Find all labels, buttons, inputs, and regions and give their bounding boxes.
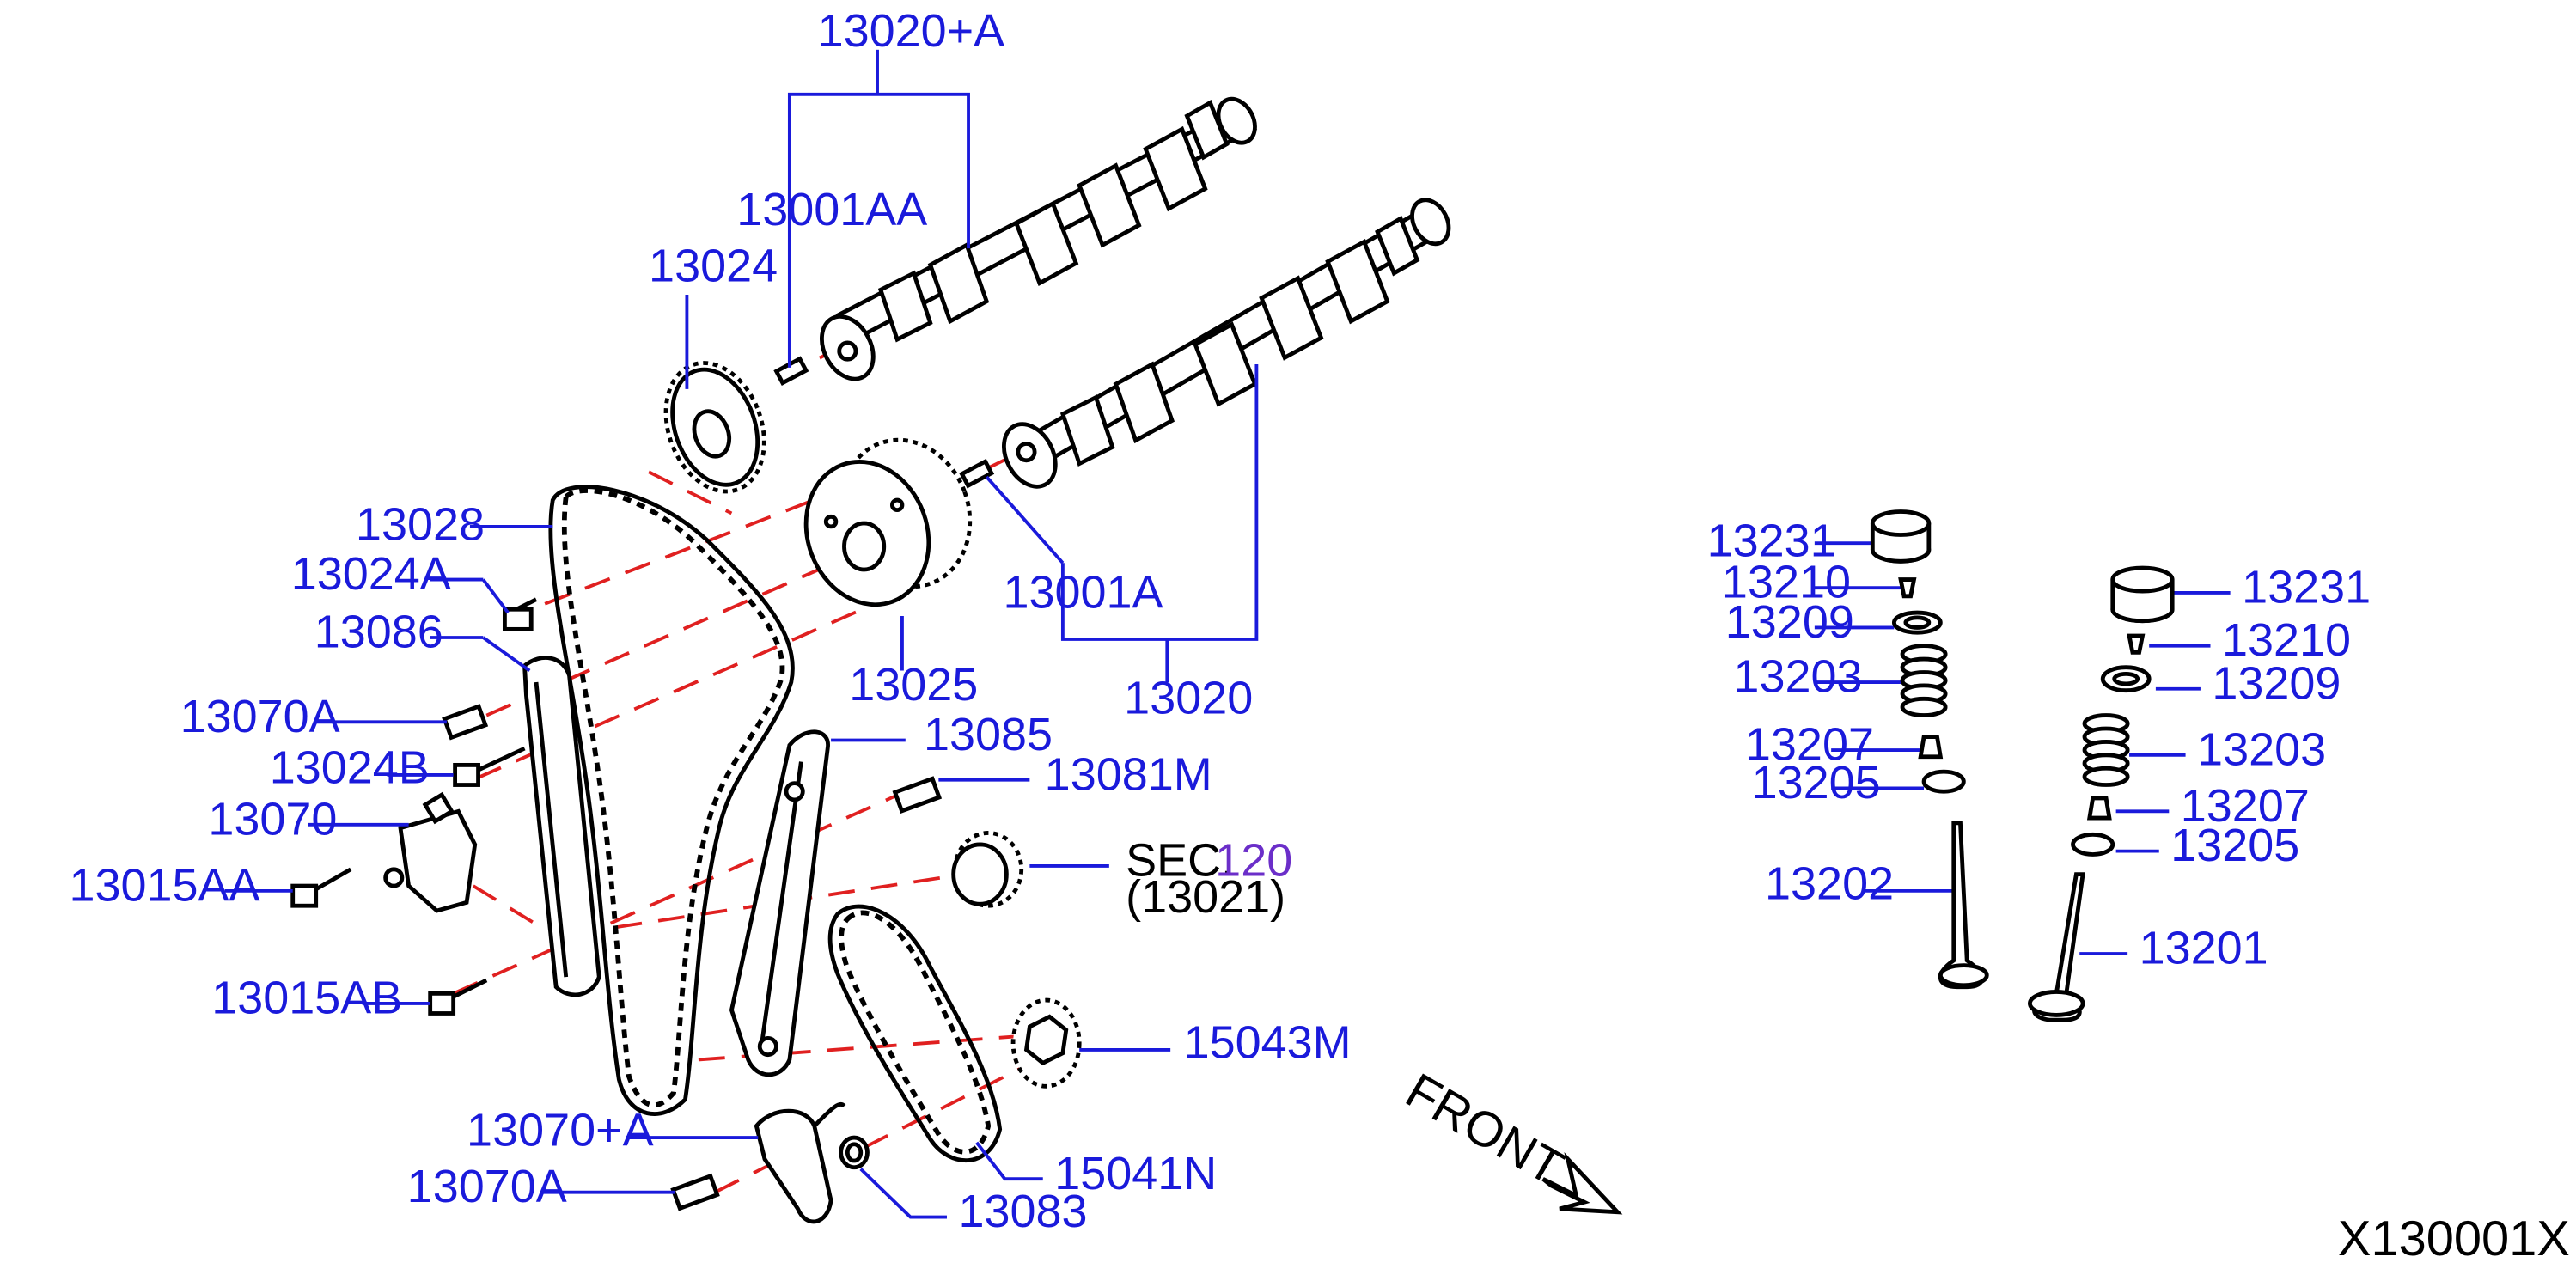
sprocket-13024 [663, 361, 766, 494]
label-13203-right: 13203 [2197, 723, 2326, 775]
diagram-id: X130001X [2338, 1211, 2570, 1266]
label-13210-left: 13210 [1722, 557, 1851, 608]
tensioner-13070 [383, 791, 478, 913]
lifter-13231-left [1870, 509, 1932, 564]
label-13024: 13024 [649, 241, 778, 292]
timing-chain-13028 [561, 488, 785, 1108]
label-13207-right: 13207 [2181, 780, 2310, 832]
label-13081M: 13081M [1045, 748, 1212, 800]
part-labels: 13020+A 13001AA 13024 13028 13024A 13086… [70, 5, 2570, 1266]
label-13209-right: 13209 [2212, 657, 2341, 709]
pin-13070A [442, 704, 489, 741]
label-13086: 13086 [314, 607, 443, 658]
oil-pump-sprocket-15043M [1010, 997, 1082, 1089]
valve-train-exhaust [1870, 509, 1989, 990]
camshaft-intake [1002, 198, 1451, 489]
label-sec-number: 120 [1215, 835, 1292, 887]
spring-13203-left [1900, 644, 1948, 717]
label-13021: (13021) [1126, 871, 1285, 923]
dowel-pin-13001A [959, 458, 995, 489]
label-13070: 13070 [208, 793, 337, 845]
label-13202: 13202 [1765, 858, 1894, 910]
valve-train-intake [2028, 565, 2175, 1022]
seal-13207-right [2086, 796, 2112, 821]
label-15041N: 15041N [1054, 1148, 1217, 1199]
label-13085: 13085 [924, 709, 1053, 760]
retainer-13209-left [1891, 610, 1943, 635]
label-13205-right: 13205 [2170, 820, 2299, 871]
front-arrow-icon [1541, 1151, 1623, 1215]
bolt-13015AB [428, 978, 488, 1016]
front-label: FRONT [1396, 1063, 1572, 1196]
label-13209-left: 13209 [1725, 596, 1854, 648]
oil-pump-chain-15041N [839, 910, 992, 1155]
seat-13205-left [1921, 769, 1966, 794]
label-13070A-lower: 13070A [407, 1161, 567, 1212]
label-15043M: 15043M [1184, 1017, 1352, 1069]
label-sec: SEC. [1126, 835, 1234, 887]
crank-sprocket-13021 [951, 831, 1024, 908]
lifter-13231-right [2110, 565, 2175, 624]
label-13070A: 13070A [180, 691, 340, 742]
label-13001AA: 13001AA [736, 184, 927, 235]
tensioner-13070A-lower [754, 1108, 833, 1224]
retainer-13209-right [2100, 665, 2152, 693]
spring-13203-right [2082, 713, 2130, 787]
camshaft-exhaust [820, 96, 1258, 381]
label-13203-left: 13203 [1733, 651, 1862, 703]
pin-13081M [892, 776, 943, 814]
bolt-13015AA [290, 867, 352, 908]
label-13024B: 13024B [270, 742, 430, 794]
collet-13210-right [2127, 633, 2146, 655]
label-13028: 13028 [356, 498, 485, 550]
label-13231-right: 13231 [2242, 562, 2371, 613]
seal-13207-left [1918, 735, 1944, 760]
collet-13210-left [1898, 577, 1917, 599]
bushing-13083 [839, 1135, 870, 1170]
valve-13201 [2028, 872, 2085, 1022]
label-13020A: 13020+A [818, 5, 1005, 57]
label-13083: 13083 [958, 1186, 1087, 1237]
label-13231-left: 13231 [1707, 515, 1836, 567]
label-13015AA: 13015AA [70, 859, 260, 911]
leader-lines [224, 49, 2231, 1219]
label-13070-plus-A: 13070+A [467, 1105, 654, 1156]
label-13207-left: 13207 [1745, 719, 1874, 771]
valve-13202 [1938, 821, 1989, 990]
label-13210-right: 13210 [2222, 614, 2351, 666]
pin-13070A-lower [670, 1173, 720, 1211]
label-13001A: 13001A [1004, 566, 1163, 618]
label-13020: 13020 [1124, 673, 1253, 724]
label-13024A: 13024A [291, 548, 451, 600]
bolt-13024A [502, 597, 538, 631]
label-13201: 13201 [2140, 923, 2268, 974]
label-13015AB: 13015AB [211, 972, 402, 1023]
label-13205-left: 13205 [1752, 757, 1881, 808]
vvt-sprocket-13025 [803, 437, 973, 607]
label-13025: 13025 [849, 659, 978, 711]
bolt-13024B [453, 746, 526, 787]
seat-13205-right [2071, 832, 2115, 857]
